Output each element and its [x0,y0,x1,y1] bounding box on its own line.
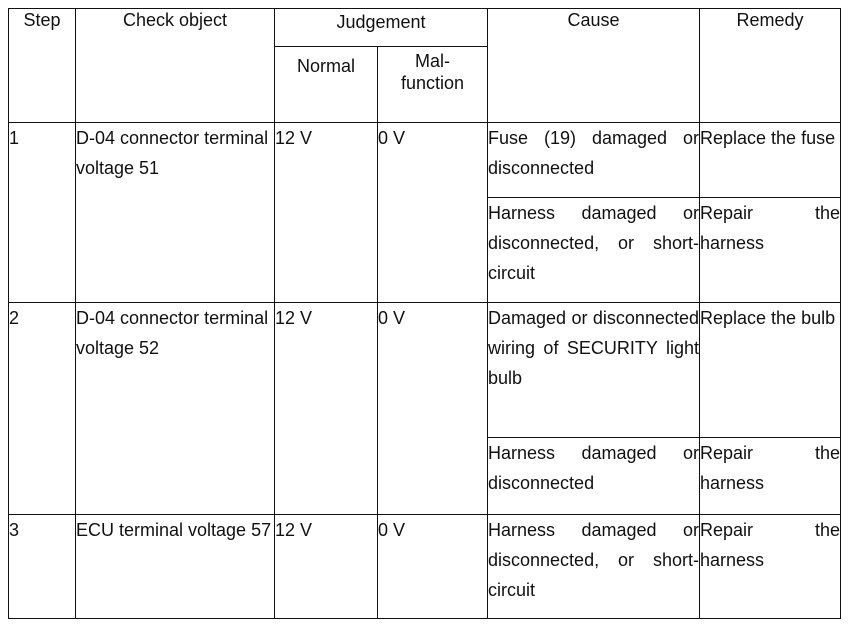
table-row: Harness damaged or disconnected, or shor… [9,197,841,303]
cause-text: Harness damaged or disconnected, or shor… [487,514,700,619]
remedy-text: Repair the harness [699,437,841,515]
normal-value: 12 V [274,122,378,303]
remedy-text: Replace the fuse [699,122,841,198]
table-row: 3 ECU terminal voltage 57 12 V 0 V Harne… [8,514,841,619]
header-check-object: Check object [75,8,275,123]
diagnosis-table: Step Check object Judgement Cause Remedy… [8,8,841,619]
header-judgement: Judgement [274,8,488,47]
remedy-text: Repair the harness [699,197,841,303]
normal-value: 12 V [274,514,378,619]
remedy-text: Repair the harness [699,514,841,619]
cause-text: Harness damaged or disconnected [487,437,700,515]
table-row: Harness damaged or disconnected Repair t… [9,437,841,515]
header-remedy: Remedy [699,8,841,123]
header-cause: Cause [487,8,700,123]
check-object: ECU terminal voltage 57 [75,514,275,619]
malfunction-value: 0 V [377,302,488,515]
header-malfunction: Mal- function [377,46,488,123]
malfunction-value: 0 V [377,514,488,619]
step-number: 2 [8,302,76,515]
table-row: 2 D-04 connector terminal voltage 52 12 … [8,302,841,515]
header-row-2: Normal Mal- function [9,46,841,123]
malfunction-value: 0 V [377,122,488,303]
remedy-text: Replace the bulb [699,302,841,438]
step-number: 1 [8,122,76,303]
cause-text: Fuse (19) damaged or disconnected [487,122,700,198]
cause-text: Harness damaged or disconnected, or shor… [487,197,700,303]
header-normal: Normal [274,46,378,123]
normal-value: 12 V [274,302,378,515]
cause-text: Damaged or disconnected wiring of SECURI… [487,302,700,438]
header-step: Step [8,8,76,123]
step-number: 3 [8,514,76,619]
header-row-1: Step Check object Judgement Cause Remedy [8,8,841,123]
check-object: D-04 connector terminal voltage 52 [75,302,275,515]
check-object: D-04 connector terminal voltage 51 [75,122,275,303]
table-row: 1 D-04 connector terminal voltage 51 12 … [8,122,841,303]
